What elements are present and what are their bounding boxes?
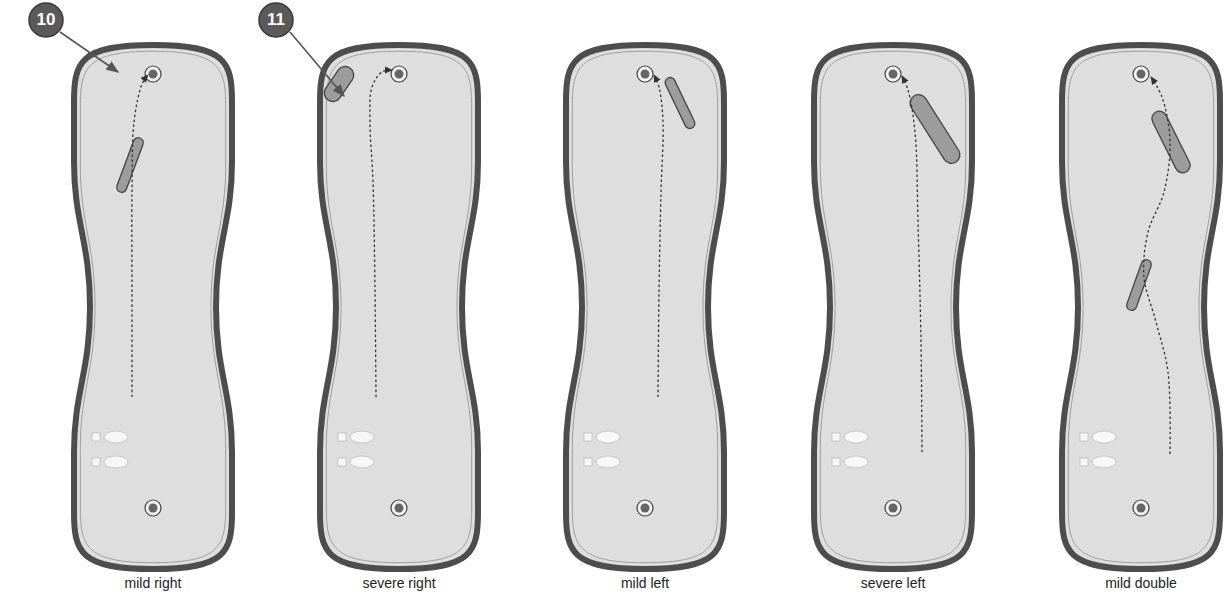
foot-print bbox=[350, 456, 374, 468]
ball-path bbox=[1144, 77, 1171, 454]
lane-drawing bbox=[70, 42, 236, 572]
foot-heel bbox=[92, 433, 100, 441]
lane-inner-edge bbox=[572, 51, 717, 562]
foot-print bbox=[844, 456, 868, 468]
slope-bar bbox=[321, 63, 357, 105]
hole bbox=[637, 66, 653, 82]
foot-heel bbox=[584, 458, 592, 466]
callout-number: 11 bbox=[259, 3, 293, 37]
lane-outline bbox=[566, 45, 724, 569]
lane-figure: mild double bbox=[1058, 42, 1224, 594]
leader-arrow bbox=[290, 32, 344, 96]
foot-heel bbox=[1080, 458, 1088, 466]
slope-bar bbox=[907, 91, 963, 166]
lane-inner-edge bbox=[326, 51, 471, 562]
lane-caption: mild double bbox=[1058, 575, 1224, 591]
hole-center bbox=[889, 70, 898, 79]
lane-caption: mild right bbox=[70, 575, 236, 591]
foot-print bbox=[596, 456, 620, 468]
hole bbox=[1133, 500, 1149, 516]
lane-figure: severe right bbox=[316, 42, 482, 594]
callout-circle bbox=[29, 3, 63, 37]
lane-outline bbox=[1062, 45, 1220, 569]
lane-caption: severe right bbox=[316, 575, 482, 591]
foot-print bbox=[596, 431, 620, 443]
foot-print bbox=[1092, 431, 1116, 443]
foot-print bbox=[104, 431, 128, 443]
foot-heel bbox=[338, 433, 346, 441]
foot-print bbox=[844, 431, 868, 443]
foot-heel bbox=[338, 458, 346, 466]
hole-center bbox=[395, 504, 404, 513]
lane-drawing bbox=[562, 42, 728, 572]
lane-outline bbox=[814, 45, 972, 569]
hole-center bbox=[641, 70, 650, 79]
callout-circle bbox=[259, 3, 293, 37]
lane-drawing bbox=[810, 42, 976, 572]
hole-center bbox=[889, 504, 898, 513]
lane-inner-edge bbox=[80, 51, 225, 562]
hole-center bbox=[149, 504, 158, 513]
lane-outline bbox=[74, 45, 232, 569]
hole bbox=[885, 66, 901, 82]
ball-path bbox=[654, 75, 663, 397]
slope-bar bbox=[1149, 109, 1192, 176]
hole-center bbox=[1137, 70, 1146, 79]
foot-print bbox=[1092, 456, 1116, 468]
hole bbox=[391, 500, 407, 516]
hole bbox=[637, 500, 653, 516]
lane-figure: severe left bbox=[810, 42, 976, 594]
lane-drawing bbox=[1058, 42, 1224, 572]
lane-inner-edge bbox=[1068, 51, 1213, 562]
hole bbox=[1133, 66, 1149, 82]
slope-bar bbox=[115, 136, 144, 193]
ball-path bbox=[370, 70, 392, 397]
hole bbox=[145, 500, 161, 516]
foot-heel bbox=[584, 433, 592, 441]
hole-center bbox=[395, 70, 404, 79]
hole bbox=[145, 66, 161, 82]
lane-caption: severe left bbox=[810, 575, 976, 591]
slope-bar bbox=[663, 76, 696, 130]
foot-heel bbox=[832, 458, 840, 466]
hole-center bbox=[641, 504, 650, 513]
ball-path bbox=[132, 75, 148, 397]
ball-path bbox=[902, 76, 922, 452]
lane-drawing bbox=[316, 42, 482, 572]
lane-inner-edge bbox=[820, 51, 965, 562]
lane-outline bbox=[320, 45, 478, 569]
foot-print bbox=[350, 431, 374, 443]
hole bbox=[885, 500, 901, 516]
lane-caption: mild left bbox=[562, 575, 728, 591]
hole bbox=[391, 66, 407, 82]
callout-number: 10 bbox=[29, 3, 63, 37]
leader-arrow bbox=[60, 32, 118, 72]
foot-heel bbox=[1080, 433, 1088, 441]
foot-heel bbox=[832, 433, 840, 441]
slope-bar bbox=[1125, 258, 1152, 311]
foot-heel bbox=[92, 458, 100, 466]
lane-figure: mild right bbox=[70, 42, 236, 594]
hole-center bbox=[149, 70, 158, 79]
foot-print bbox=[104, 456, 128, 468]
hole-center bbox=[1137, 504, 1146, 513]
lane-figure: mild left bbox=[562, 42, 728, 594]
